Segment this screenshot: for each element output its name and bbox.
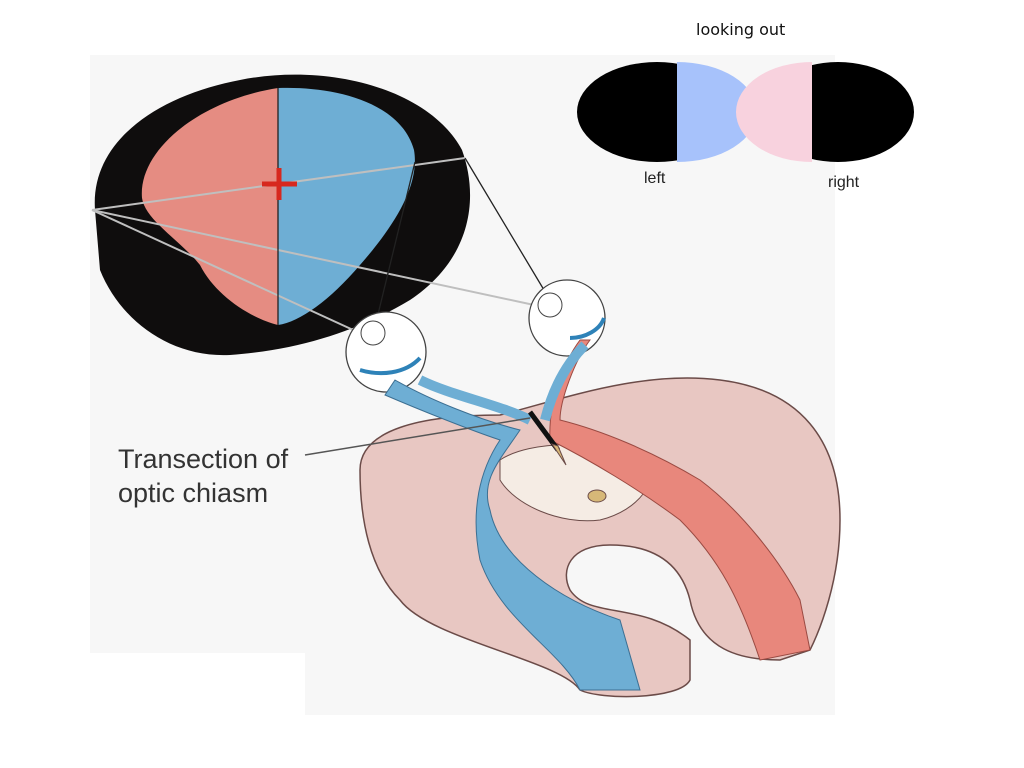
- left-eye-label: left: [644, 170, 666, 187]
- right-eye-label: right: [828, 174, 860, 191]
- left-eye-icon: [345, 311, 427, 393]
- left-hemifield: [141, 88, 278, 325]
- annotation-line-2: optic chiasm: [118, 478, 269, 508]
- left-eye-field-icon: [577, 62, 757, 162]
- right-hemifield: [278, 87, 415, 326]
- transection-annotation: Transection of optic chiasm: [118, 442, 288, 510]
- callout-leader: [304, 417, 531, 456]
- sight-lines: [277, 88, 551, 336]
- left-optic-tract: [384, 379, 641, 691]
- right-optic-nerve: [540, 341, 589, 422]
- page-title: looking out: [696, 20, 786, 39]
- transection-marker-icon: [527, 410, 567, 466]
- left-optic-nerve: [417, 375, 533, 425]
- brain-section: [359, 377, 841, 698]
- right-eye-icon: [528, 279, 606, 357]
- right-eye-field-icon: [736, 62, 914, 162]
- annotation-line-1: Transection of: [118, 444, 289, 474]
- midbrain-nucleus: [587, 489, 607, 503]
- fixation-cross-icon: [262, 168, 297, 200]
